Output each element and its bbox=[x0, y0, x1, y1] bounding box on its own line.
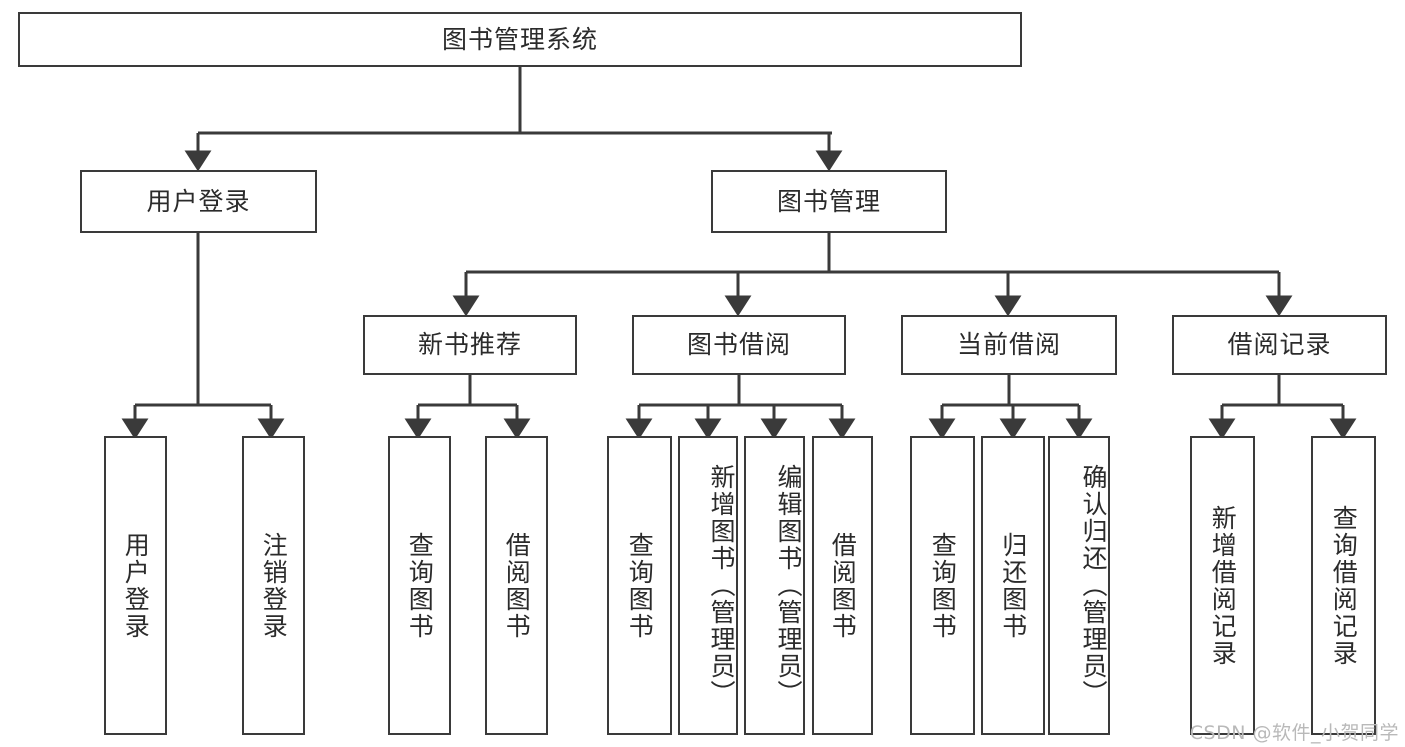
node-root[interactable]: 图书管理系统 bbox=[18, 12, 1022, 67]
leaf-label: 编辑图书（管理员） bbox=[774, 464, 803, 707]
leaf-add-borrow-record[interactable]: 新增借阅记录 bbox=[1190, 436, 1255, 735]
leaf-user-login[interactable]: 用户登录 bbox=[104, 436, 167, 735]
leaf-query-borrow-record[interactable]: 查询借阅记录 bbox=[1311, 436, 1376, 735]
leaf-logout[interactable]: 注销登录 bbox=[242, 436, 305, 735]
leaf-label: 注销登录 bbox=[259, 531, 289, 640]
leaf-label: 查询图书 bbox=[625, 531, 655, 640]
node-user-login[interactable]: 用户登录 bbox=[80, 170, 317, 233]
leaf-label: 新增图书（管理员） bbox=[707, 464, 736, 707]
node-borrow-record[interactable]: 借阅记录 bbox=[1172, 315, 1387, 375]
node-new-book-recommend[interactable]: 新书推荐 bbox=[363, 315, 577, 375]
leaf-label: 用户登录 bbox=[121, 531, 151, 640]
leaf-label: 确认归还（管理员） bbox=[1079, 464, 1108, 707]
leaf-label: 借阅图书 bbox=[828, 531, 858, 640]
leaf-label: 新增借阅记录 bbox=[1208, 504, 1238, 667]
watermark: CSDN @软件_小贺同学 bbox=[1189, 722, 1399, 744]
leaf-label: 查询借阅记录 bbox=[1329, 504, 1359, 667]
leaf-query-book-1[interactable]: 查询图书 bbox=[388, 436, 451, 735]
leaf-return-book[interactable]: 归还图书 bbox=[981, 436, 1045, 735]
leaf-add-book-admin[interactable]: 新增图书（管理员） bbox=[678, 436, 738, 735]
leaf-edit-book-admin[interactable]: 编辑图书（管理员） bbox=[744, 436, 805, 735]
leaf-label: 归还图书 bbox=[998, 531, 1028, 640]
leaf-borrow-book-1[interactable]: 借阅图书 bbox=[485, 436, 548, 735]
leaf-label: 查询图书 bbox=[405, 531, 435, 640]
node-current-borrow[interactable]: 当前借阅 bbox=[901, 315, 1117, 375]
node-book-borrow[interactable]: 图书借阅 bbox=[632, 315, 846, 375]
leaf-label: 借阅图书 bbox=[502, 531, 532, 640]
leaf-confirm-return[interactable]: 确认归还（管理员） bbox=[1048, 436, 1110, 735]
leaf-query-book-3[interactable]: 查询图书 bbox=[910, 436, 975, 735]
leaf-query-book-2[interactable]: 查询图书 bbox=[607, 436, 672, 735]
leaf-borrow-book-2[interactable]: 借阅图书 bbox=[812, 436, 873, 735]
leaf-label: 查询图书 bbox=[928, 531, 958, 640]
node-book-manage[interactable]: 图书管理 bbox=[711, 170, 947, 233]
